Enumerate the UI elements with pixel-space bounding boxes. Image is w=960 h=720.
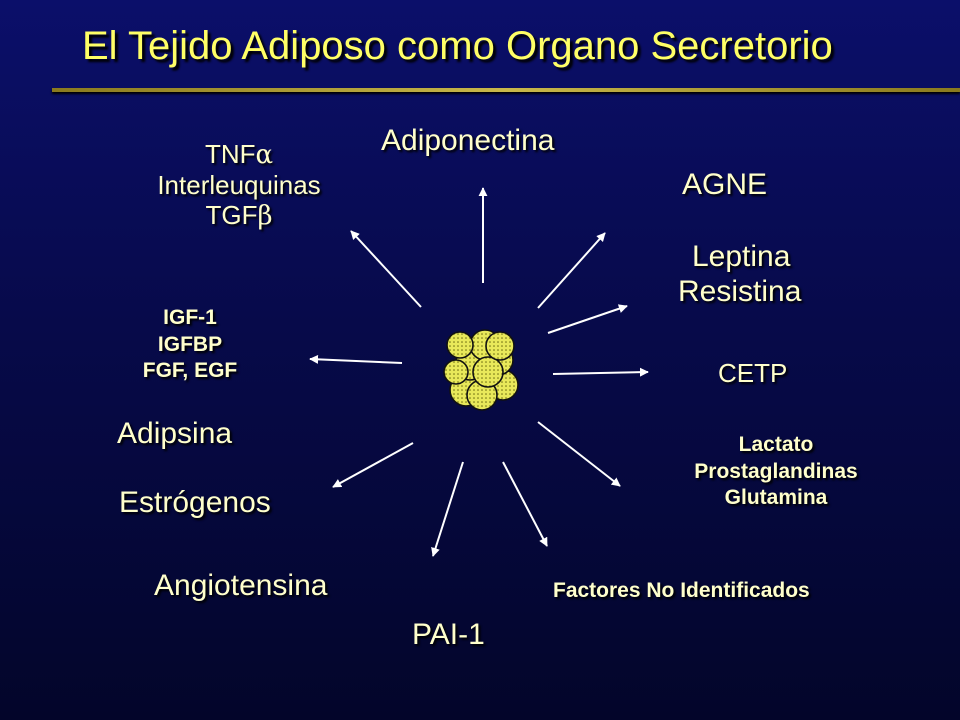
arrow-lactato: [537, 421, 621, 487]
arrow-tnf: [350, 230, 422, 308]
title-underline: [52, 88, 960, 92]
label-growth-factors: IGF-1 IGFBP FGF, EGF: [118, 305, 262, 385]
arrow-pai1: [431, 461, 464, 557]
arrow-igf: [309, 354, 403, 364]
label-interleuquinas: Interleuquinas: [157, 169, 321, 200]
label-tgf-text: TGF: [205, 199, 258, 230]
label-fgf-egf: FGF, EGF: [142, 359, 238, 383]
label-resistina: Resistina: [678, 274, 802, 308]
label-adiponectina: Adiponectina: [381, 124, 555, 157]
label-adipsina: Adipsina: [117, 417, 233, 450]
label-tnf-text: TNF: [204, 139, 256, 169]
label-agne: AGNE: [682, 168, 768, 201]
label-angiotensina: Angiotensina: [154, 569, 328, 602]
label-cytokines: TNFα Interleuquinas TGFβ: [139, 139, 339, 232]
label-glutamina: Glutamina: [724, 486, 828, 510]
label-igf1: IGF-1: [163, 306, 217, 329]
label-pai1: PAI-1: [412, 618, 485, 651]
arrow-factores: [502, 461, 548, 547]
label-tgf: TGFβ: [139, 199, 339, 232]
label-cetp: CETP: [718, 358, 788, 388]
label-leptina: Leptina: [692, 240, 791, 273]
slide-title: El Tejido Adiposo como Organo Secretorio: [82, 24, 833, 68]
arrow-cetp: [552, 367, 649, 377]
label-leptina-resistina: Leptina Resistina: [678, 240, 801, 309]
label-tgf-beta: β: [257, 200, 273, 231]
label-tnf: TNFα: [139, 139, 339, 171]
arrow-estrogenos: [332, 442, 414, 488]
label-prostaglandinas: Prostaglandinas: [694, 459, 858, 483]
label-igfbp: IGFBP: [157, 332, 223, 356]
label-metabolites: Lactato Prostaglandinas Glutamina: [668, 432, 884, 512]
arrow-agne: [537, 232, 606, 309]
arrow-leptina: [547, 304, 628, 334]
adipocyte-cluster-icon: [443, 329, 519, 411]
label-lactato: Lactato: [738, 433, 814, 456]
label-factores: Factores No Identificados: [553, 579, 810, 602]
label-tnf-alpha: α: [255, 140, 274, 170]
label-estrogenos: Estrógenos: [119, 486, 271, 519]
